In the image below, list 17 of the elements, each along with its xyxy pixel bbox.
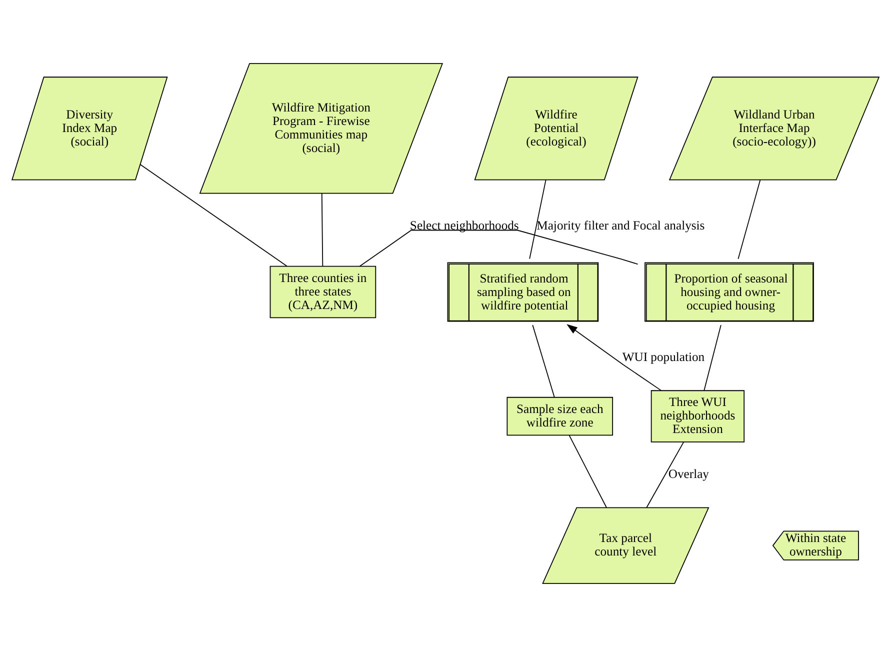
connector bbox=[704, 324, 722, 390]
connector bbox=[140, 164, 288, 266]
node-box: Three counties in three states (CA,AZ,NM) bbox=[270, 265, 376, 318]
connector bbox=[529, 179, 546, 259]
connector bbox=[359, 229, 638, 266]
edge-label: WUI population bbox=[622, 350, 705, 364]
connector bbox=[738, 179, 761, 259]
edge-label: Select neighborhoods bbox=[410, 218, 519, 232]
edge-label: Majority filter and Focal analysis bbox=[536, 218, 705, 232]
connector bbox=[568, 434, 607, 508]
edge-label: Overlay bbox=[668, 466, 710, 481]
node-box: Sample size each wildfire zone bbox=[506, 396, 614, 436]
arrow bbox=[566, 324, 662, 390]
connector bbox=[321, 192, 324, 266]
connector bbox=[646, 441, 684, 508]
connector bbox=[532, 324, 555, 398]
node-box: Three WUI neighborhoods Extension bbox=[650, 390, 745, 442]
